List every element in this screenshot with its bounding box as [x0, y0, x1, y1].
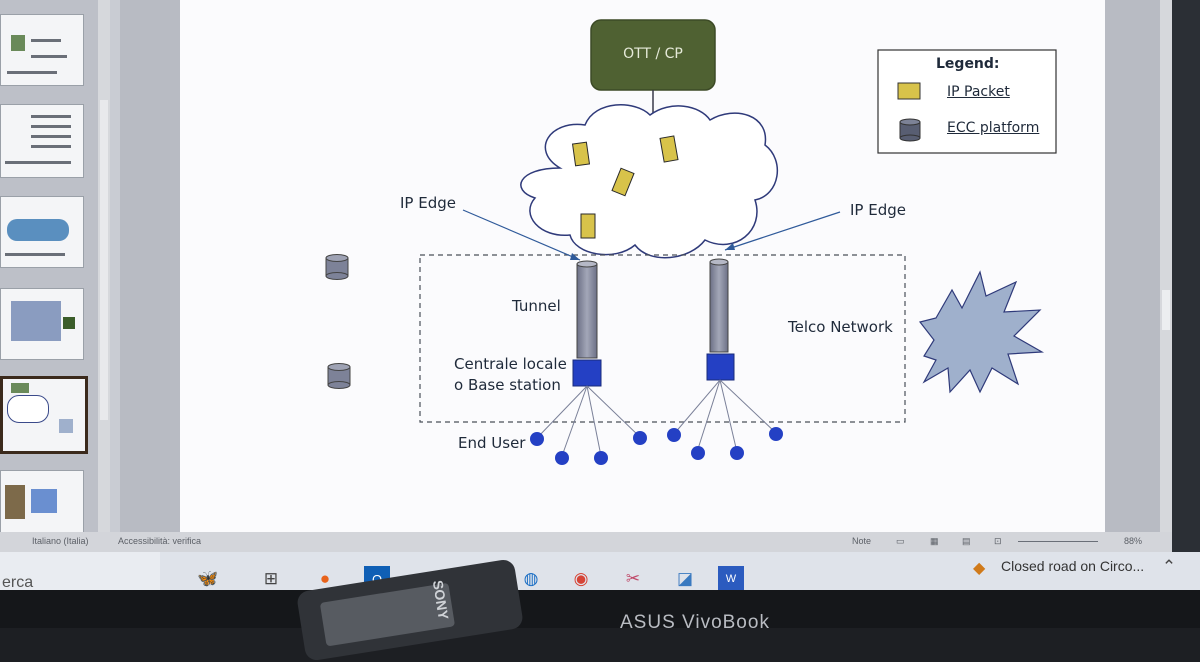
ecc-platform-cylinder: [325, 254, 349, 280]
accessibility-status[interactable]: Accessibilità: verifica: [118, 536, 202, 546]
slide-thumbnail[interactable]: [0, 104, 84, 178]
zoom-slider[interactable]: [1018, 541, 1098, 542]
slide-thumbnail-pane: [0, 0, 110, 548]
laptop-brand: ASUS VivoBook: [620, 612, 770, 633]
thumbnail-scrollbar[interactable]: [98, 0, 110, 548]
taskbar-search-box[interactable]: erca: [0, 552, 160, 592]
slide-thumbnail[interactable]: [0, 14, 84, 86]
ip-edge-arrow-right: [724, 211, 841, 251]
search-text: erca: [2, 574, 34, 591]
ip-packet: [571, 141, 591, 167]
butterfly-widget-icon[interactable]: 🦋: [197, 569, 219, 588]
slide-thumbnail-active[interactable]: [0, 376, 88, 454]
notification-text: Closed road on Circo...: [1001, 558, 1145, 574]
slide-sorter-icon[interactable]: ▦: [930, 536, 939, 546]
slideshow-icon[interactable]: ⊡: [994, 536, 1002, 546]
notification-area[interactable]: ◆ Closed road on Circo...: [965, 552, 1165, 584]
end-user-node: [530, 432, 544, 446]
network-diagram: [325, 19, 1057, 465]
slide-thumbnail[interactable]: [0, 196, 84, 268]
ip-packet: [611, 167, 635, 197]
telco-network-boundary: [419, 254, 906, 423]
laptop-bottom-bezel: [0, 590, 1200, 628]
globe-icon[interactable]: ◍: [523, 569, 539, 588]
ip-edge-label-left: IP Edge: [400, 194, 456, 212]
firefox-icon[interactable]: ●: [319, 569, 331, 588]
ip-edge-arrow-left: [462, 209, 581, 261]
end-user-node: [691, 446, 705, 460]
legend-title: Legend:: [936, 56, 1000, 72]
base-station-left: [572, 359, 602, 387]
notes-button[interactable]: Note: [852, 536, 872, 546]
task-view-icon[interactable]: ⊞: [263, 569, 279, 588]
chrome-icon[interactable]: ◉: [573, 569, 589, 588]
ecc-platform-icon: [899, 118, 921, 142]
tunnel-cylinder-left: [576, 260, 598, 359]
end-user-node: [730, 446, 744, 460]
base-station-right: [706, 353, 735, 381]
internet-cloud: [520, 104, 779, 259]
end-user-node: [769, 427, 783, 441]
files-icon[interactable]: ◪: [676, 569, 694, 588]
screen: OTT / CP Legend: IP Packet ECC platform …: [0, 0, 1172, 560]
explosion-burst-shape: [918, 270, 1045, 394]
slide-thumbnail[interactable]: [0, 288, 84, 360]
ip-packet-icon: [897, 82, 921, 100]
language-status[interactable]: Italiano (Italia): [32, 536, 89, 546]
taskbar: erca 🦋 ⊞ ● O ◐ ◍ ◉ ✂ ◪ W ◆ Closed road o…: [0, 552, 1200, 592]
slide-thumbnail[interactable]: [0, 470, 84, 538]
end-user-label: End User: [458, 434, 526, 452]
end-user-node: [667, 428, 681, 442]
legend-ecc-platform-label: ECC platform: [947, 120, 1040, 136]
end-user-node: [633, 431, 647, 445]
snipping-tool-icon[interactable]: ✂: [625, 569, 641, 588]
word-icon[interactable]: W: [718, 566, 744, 592]
editor-scrollbar[interactable]: [1160, 0, 1172, 548]
status-bar: Italiano (Italia) Accessibilità: verific…: [0, 532, 1172, 552]
traffic-alert-icon: ◆: [973, 560, 986, 577]
laptop-bezel: [1172, 0, 1200, 560]
base-station-label: o Base station: [454, 376, 561, 394]
centrale-locale-label: Centrale locale: [454, 355, 567, 373]
zoom-level[interactable]: 88%: [1124, 536, 1143, 546]
chevron-up-icon[interactable]: ⌃: [1161, 557, 1177, 576]
reading-view-icon[interactable]: ▤: [962, 536, 971, 546]
ip-packet: [659, 135, 679, 163]
legend-ip-packet-label: IP Packet: [947, 84, 1010, 100]
end-user-node: [594, 451, 608, 465]
ip-edge-label-right: IP Edge: [850, 201, 906, 219]
slide-canvas[interactable]: OTT / CP Legend: IP Packet ECC platform …: [180, 0, 1105, 532]
telco-network-label: Telco Network: [788, 318, 893, 336]
tunnel-cylinder-right: [709, 258, 729, 353]
end-user-node: [555, 451, 569, 465]
tunnel-label: Tunnel: [512, 297, 561, 315]
ott-cp-label: OTT / CP: [623, 46, 683, 62]
ip-packet: [580, 213, 596, 239]
normal-view-icon[interactable]: ▭: [896, 536, 905, 546]
ecc-platform-cylinder: [327, 363, 351, 389]
